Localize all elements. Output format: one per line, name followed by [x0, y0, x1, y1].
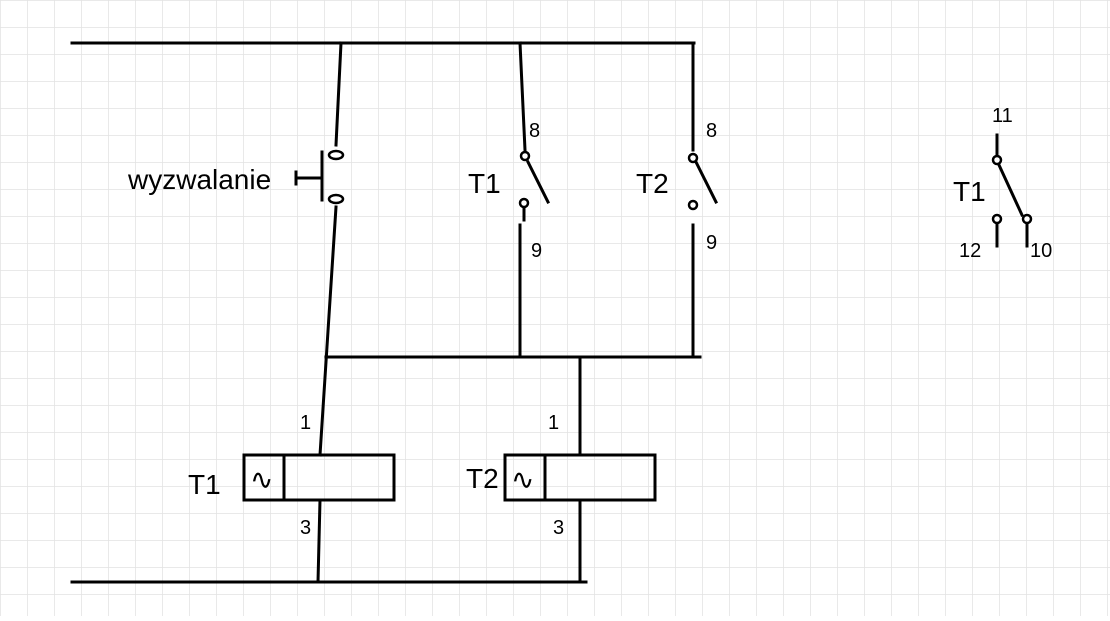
pushbutton-top-terminal — [327, 149, 345, 161]
legend-no-terminal — [1021, 213, 1033, 225]
t2-contact-top-pin: 8 — [706, 120, 717, 142]
t1-contact-wire-top — [518, 41, 527, 152]
t2-timer-pin-bottom: 3 — [553, 517, 564, 539]
t1-contact-blade — [525, 159, 551, 205]
t1-contact-label: T1 — [468, 168, 501, 199]
t2-contact-label: T2 — [636, 168, 669, 199]
t1-timer-pin-bottom: 3 — [300, 517, 311, 539]
trigger-branch-wire-bottom — [318, 205, 338, 457]
t1-contact-bottom-pin: 9 — [531, 240, 542, 262]
legend-no-pin: 10 — [1030, 240, 1052, 262]
legend-common-terminal — [991, 154, 1003, 166]
t1-timer-label: T1 — [188, 469, 221, 500]
legend-blade — [997, 163, 1024, 217]
t2-contact-terminal-top — [687, 152, 699, 164]
t1-contact-terminal-bottom — [518, 197, 530, 209]
pushbutton-bottom-terminal — [327, 193, 345, 205]
legend-nc-pin: 12 — [959, 240, 981, 262]
t2-timer-wave-symbol: ∿ — [511, 464, 534, 495]
t2-timer-label: T2 — [466, 463, 499, 494]
t1-timer-pin-top: 1 — [300, 412, 311, 434]
t2-timer-pin-top: 1 — [548, 412, 559, 434]
t1-timer-wave-symbol: ∿ — [250, 464, 273, 495]
t1-contact-terminal-top — [519, 150, 531, 162]
t2-contact-blade — [693, 159, 719, 205]
legend-nc-terminal — [991, 213, 1003, 225]
t2-contact-terminal-bottom — [687, 199, 699, 211]
legend-common-pin: 11 — [992, 105, 1013, 127]
t1-timer-to-bottom-wire — [316, 498, 322, 584]
t1-contact-top-pin: 8 — [529, 120, 540, 142]
t2-contact-bottom-pin: 9 — [706, 232, 717, 254]
legend-label: T1 — [953, 176, 986, 207]
trigger-label: wyzwalanie — [127, 164, 271, 195]
trigger-branch-wire-top — [334, 41, 343, 147]
